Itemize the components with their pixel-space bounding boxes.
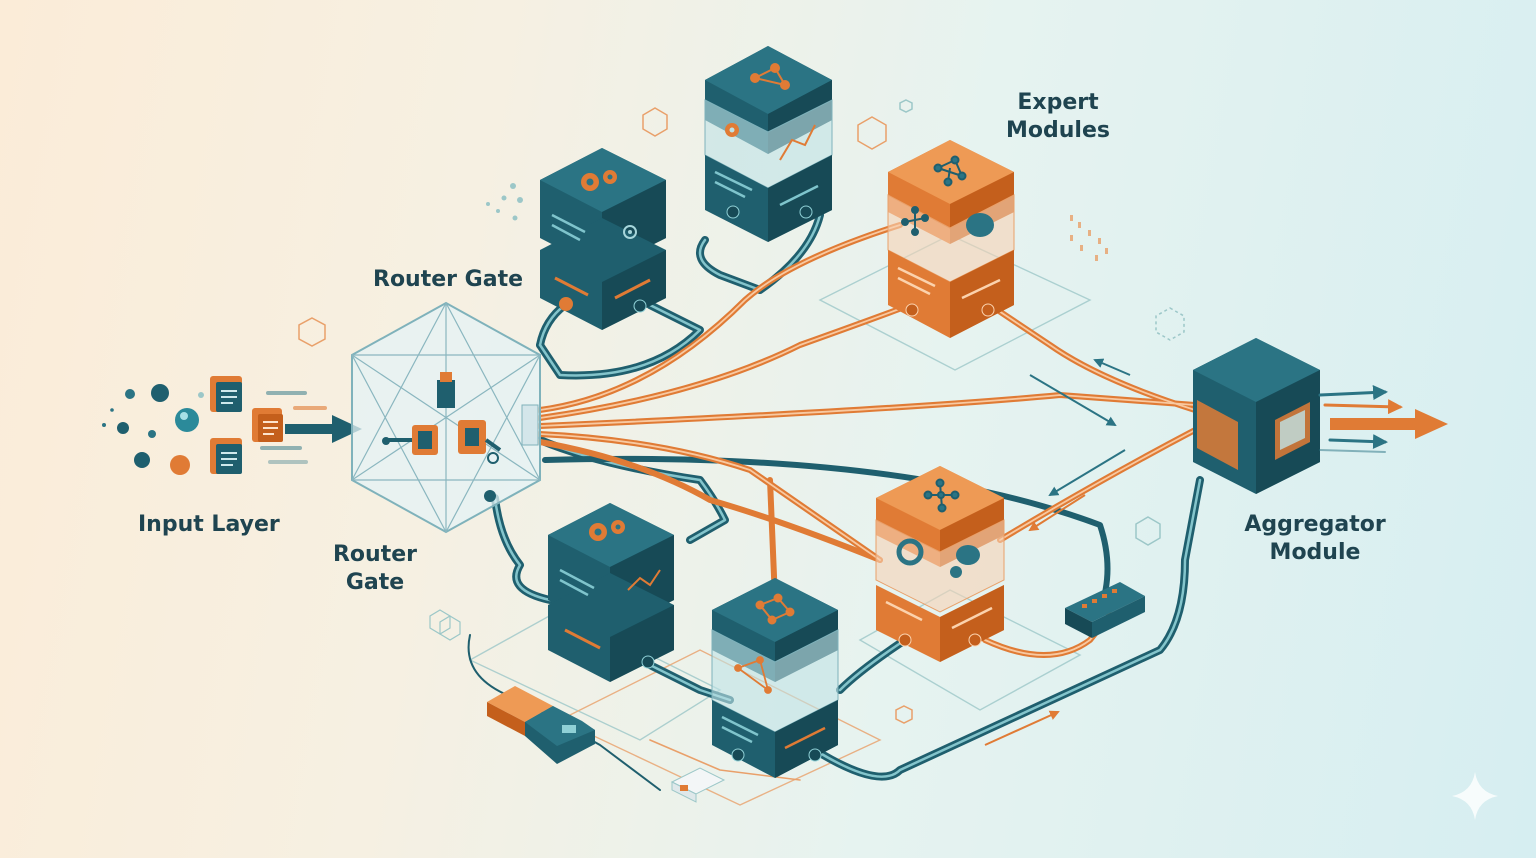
input-layer-label: Input Layer — [138, 512, 280, 537]
input-speed-lines — [260, 391, 327, 464]
network-graph-icon — [933, 155, 967, 187]
hexagon-icon — [298, 317, 326, 347]
arrow-right-icon — [285, 415, 362, 443]
expert-modules-label-line1: Expert — [1017, 90, 1099, 115]
arrow-right-icon — [1330, 409, 1448, 439]
document-icon — [210, 376, 242, 412]
router-switch-core — [382, 372, 502, 464]
expert-server-rack-5 — [711, 578, 839, 778]
input-layer — [102, 376, 362, 475]
hexagon-icon — [857, 116, 887, 150]
decorations — [298, 99, 1498, 820]
gear-icon — [589, 520, 625, 541]
gear-icon — [623, 225, 637, 239]
router-gate-cube — [351, 301, 541, 534]
connector-module-left — [487, 686, 595, 764]
output-arrows — [1318, 385, 1448, 453]
connector-plug — [670, 767, 726, 803]
hexagon-icon — [642, 107, 668, 137]
hexagon-icon — [1155, 307, 1185, 341]
aggregator-cube — [1193, 338, 1320, 494]
gear-icon — [725, 123, 739, 137]
aggregator-label-line2: Module — [1269, 540, 1361, 565]
router-gate-label-top: Router Gate — [373, 267, 524, 292]
network-graph-icon — [734, 656, 772, 694]
document-icon — [210, 438, 242, 474]
network-graph-icon — [755, 593, 795, 625]
aggregator-label-line1: Aggregator — [1244, 512, 1386, 537]
expert-modules-label-line2: Modules — [1006, 118, 1110, 143]
hexagon-icon — [1135, 516, 1161, 546]
hexagon-icon — [895, 705, 913, 724]
connector-module-right — [1065, 582, 1145, 638]
gear-icon — [581, 170, 617, 191]
network-graph-icon — [923, 478, 960, 513]
expert-server-rack-3 — [887, 140, 1015, 338]
document-icon — [252, 408, 283, 442]
router-gate-label-line2: Gate — [345, 570, 405, 595]
network-graph-icon — [901, 206, 929, 236]
expert-server-rack-6 — [875, 466, 1005, 662]
hexagon-icon — [899, 99, 913, 113]
expert-server-rack-1 — [540, 148, 666, 330]
aggregator-module-label: Aggregator Module — [1235, 511, 1395, 567]
router-gate-label-bottom: Router Gate — [330, 541, 420, 597]
expert-server-rack-2 — [704, 46, 833, 242]
input-token-dots — [102, 384, 204, 475]
flow-arrows — [984, 358, 1131, 746]
router-gate-label-line1: Router — [332, 542, 417, 567]
expert-server-rack-4 — [548, 503, 674, 682]
expert-modules-label: Expert Modules — [998, 89, 1118, 145]
network-graph-icon — [750, 63, 790, 90]
sparkle-icon — [1452, 772, 1498, 820]
